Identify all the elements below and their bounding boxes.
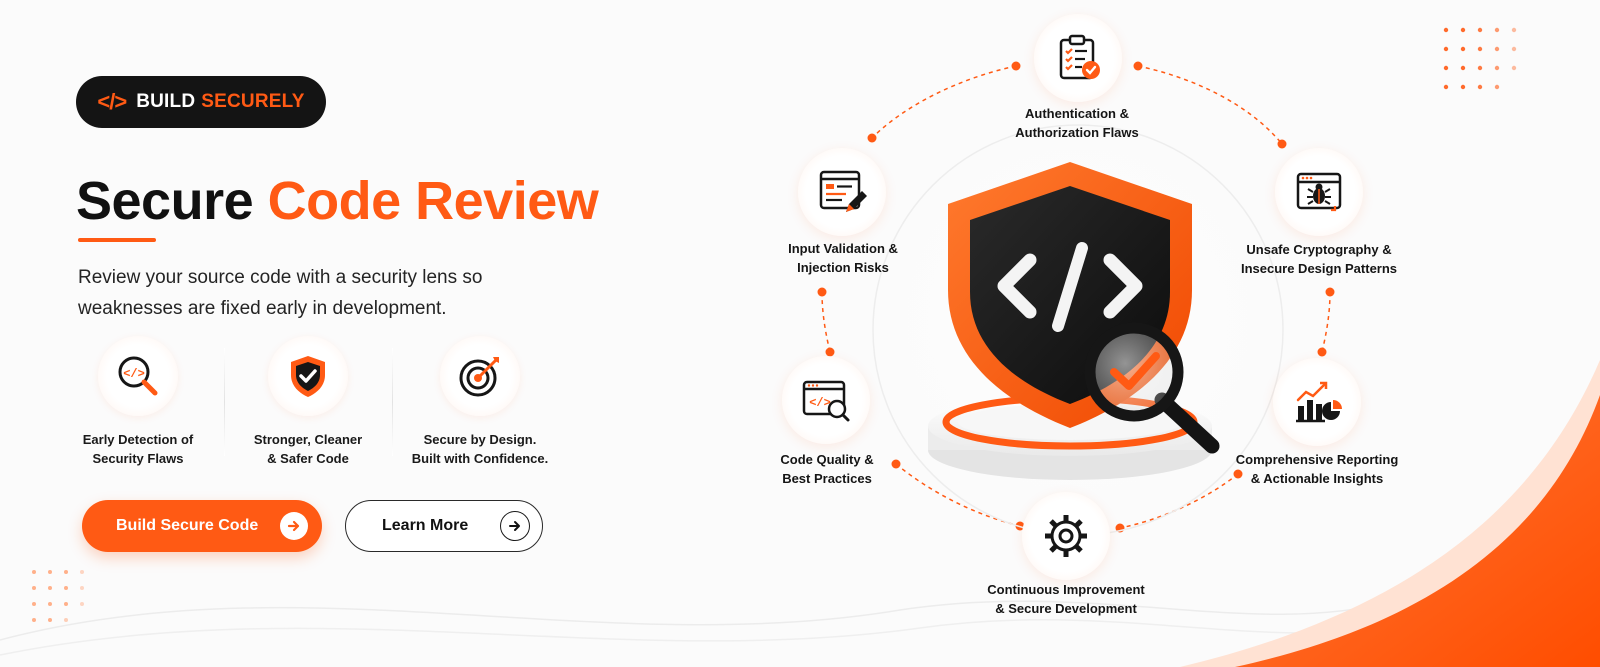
badge-word-1: BUILD — [136, 91, 196, 112]
svg-text:</>: </> — [123, 367, 145, 381]
node-label-cryptography: Unsafe Cryptography &Insecure Design Pat… — [1240, 242, 1398, 276]
node-label-continuous-improvement: Continuous Improvement& Secure Developme… — [987, 582, 1145, 616]
feature-stronger-code: Stronger, Cleaner& Safer Code — [228, 336, 388, 468]
feature-label: Stronger, Cleaner& Safer Code — [253, 432, 363, 466]
svg-text:</>: </> — [809, 396, 831, 410]
node-input-validation — [798, 148, 886, 236]
badge-word-2: SECURELY — [201, 91, 305, 112]
node-label-authentication: Authentication &Authorization Flaws — [1015, 106, 1139, 140]
shield-check-icon — [268, 336, 348, 416]
feature-divider — [392, 348, 393, 456]
code-brackets-icon: </> — [97, 89, 127, 114]
clipboard-checklist-icon — [1059, 34, 1100, 80]
form-pencil-icon — [819, 170, 867, 212]
feature-divider — [224, 348, 225, 456]
node-label-input-validation: Input Validation &Injection Risks — [788, 241, 898, 275]
node-code-quality: </> — [782, 356, 870, 444]
node-continuous-improvement — [1022, 492, 1110, 580]
learn-more-label: Learn More — [382, 517, 469, 534]
node-reporting — [1273, 358, 1361, 446]
feature-label: Secure by Design.Built with Confidence. — [411, 432, 549, 466]
arrow-right-icon — [280, 512, 308, 540]
build-securely-badge: </> BUILD SECURELY — [76, 76, 326, 128]
arrow-right-icon — [500, 511, 530, 541]
title-part-1: Secure — [76, 171, 254, 231]
page-title: Secure Code Review — [76, 170, 599, 232]
node-label-reporting: Comprehensive Reporting& Actionable Insi… — [1235, 452, 1399, 486]
shield-code-magnifier-icon — [928, 162, 1220, 480]
intro-text: Review your source code with a security … — [78, 267, 483, 319]
bar-chart-report-icon — [1296, 381, 1342, 423]
learn-more-button[interactable]: Learn More — [345, 500, 543, 552]
code-window-search-icon: </> — [802, 380, 850, 422]
code-magnifier-icon: </> — [98, 336, 178, 416]
target-arrow-icon — [440, 336, 520, 416]
gear-icon — [1045, 515, 1087, 557]
node-label-code-quality: Code Quality &Best Practices — [780, 452, 874, 486]
title-underline — [78, 238, 156, 242]
build-secure-code-button[interactable]: Build Secure Code — [82, 500, 322, 552]
feature-secure-by-design: Secure by Design.Built with Confidence. — [400, 336, 560, 468]
node-authentication — [1034, 14, 1122, 102]
build-secure-code-label: Build Secure Code — [116, 517, 259, 534]
browser-bug-icon — [1296, 172, 1342, 212]
title-part-2: Code Review — [267, 171, 599, 231]
node-cryptography — [1275, 148, 1363, 236]
